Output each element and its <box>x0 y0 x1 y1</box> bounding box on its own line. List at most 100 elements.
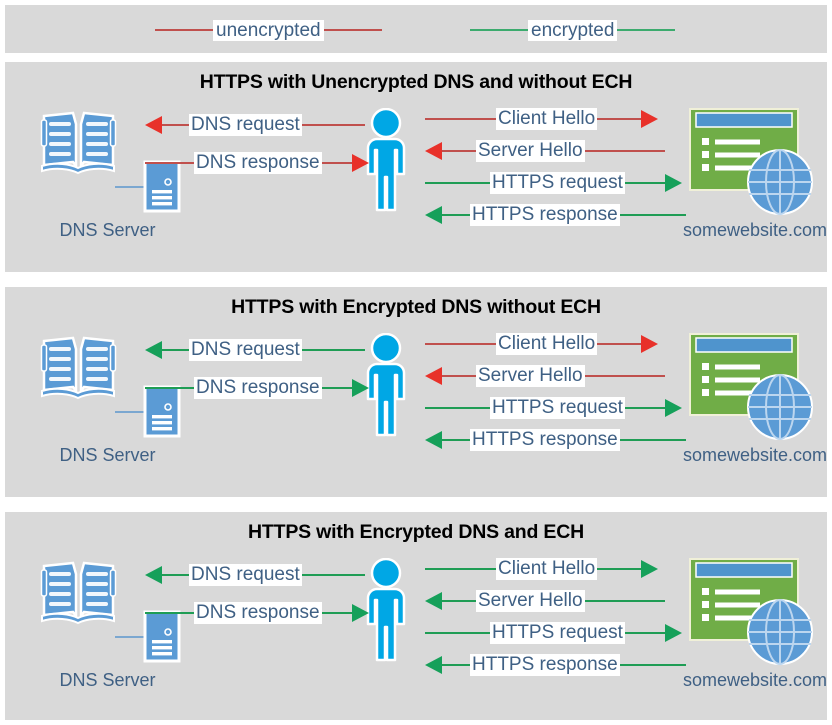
dns-server-group: DNS Server <box>35 335 181 475</box>
flow-line <box>425 568 496 570</box>
website-group: somewebsite.com <box>681 333 829 473</box>
flow-line <box>442 664 470 666</box>
flow-label: DNS request <box>189 114 302 136</box>
arrowhead-right-icon <box>664 624 682 642</box>
flow-line <box>145 612 194 614</box>
flow-line <box>624 182 665 184</box>
flow-line <box>301 349 365 351</box>
flow-line <box>442 600 476 602</box>
dns-connector-line <box>115 411 145 413</box>
flow-line <box>162 574 189 576</box>
legend-label-encrypted: encrypted <box>528 19 618 41</box>
panel-title: HTTPS with Encrypted DNS without ECH <box>231 296 601 318</box>
flow-line <box>321 162 352 164</box>
flow-line <box>301 124 365 126</box>
flow-line <box>425 343 496 345</box>
arrowhead-left-icon <box>425 206 442 224</box>
arrowhead-left-icon <box>425 142 442 160</box>
globe-icon <box>746 148 814 216</box>
flow-line <box>584 150 665 152</box>
flow-label: HTTPS request <box>490 622 625 644</box>
legend-line-right-encrypted <box>617 29 676 31</box>
legend-line-right-unencrypted <box>323 29 382 31</box>
flow-line <box>584 375 665 377</box>
legend-panel: unencrypted encrypted <box>5 5 827 53</box>
dns-connector-line <box>115 186 145 188</box>
scenario-panel-3: HTTPS with Encrypted DNS and ECH DNS Serv… <box>5 512 827 720</box>
flow-line <box>162 349 189 351</box>
arrowhead-left-icon <box>425 431 442 449</box>
flow-line <box>619 439 686 441</box>
flow-https-response: HTTPS response <box>425 652 686 678</box>
flow-label: Client Hello <box>496 333 598 355</box>
legend-item-encrypted: encrypted <box>470 19 676 41</box>
flow-label: DNS request <box>189 564 302 586</box>
flow-server-hello: Server Hello <box>425 588 685 614</box>
flow-line <box>442 375 476 377</box>
arrowhead-left-icon <box>425 592 442 610</box>
legend-item-unencrypted: unencrypted <box>155 19 382 41</box>
server-rack-icon <box>143 385 181 438</box>
flow-line <box>624 632 665 634</box>
panel-title: HTTPS with Encrypted DNS and ECH <box>248 521 584 543</box>
flow-https-request: HTTPS request <box>425 170 685 196</box>
flow-line <box>301 574 365 576</box>
legend-label-unencrypted: unencrypted <box>213 19 324 41</box>
arrowhead-right-icon <box>641 110 659 128</box>
dns-connector-line <box>115 636 145 638</box>
arrowhead-right-icon <box>664 174 682 192</box>
flow-line <box>425 632 490 634</box>
flow-line <box>442 214 470 216</box>
arrowhead-left-icon <box>145 116 162 134</box>
flow-https-response: HTTPS response <box>425 427 686 453</box>
legend-line-left-encrypted <box>470 29 528 31</box>
flow-label: HTTPS response <box>470 429 620 451</box>
globe-icon <box>746 598 814 666</box>
person-icon <box>355 558 417 662</box>
flow-https-request: HTTPS request <box>425 620 685 646</box>
flow-label: Server Hello <box>476 365 585 387</box>
flow-line <box>425 407 490 409</box>
website-label: somewebsite.com <box>682 670 828 690</box>
dns-server-label: DNS Server <box>59 220 156 240</box>
flow-line <box>624 407 665 409</box>
flow-line <box>442 150 476 152</box>
flow-label: DNS response <box>194 377 322 399</box>
dns-server-group: DNS Server <box>35 110 181 250</box>
flow-dns-request: DNS request <box>145 112 370 138</box>
flow-label: HTTPS response <box>470 654 620 676</box>
book-icon <box>40 560 117 628</box>
flow-client-hello: Client Hello <box>425 106 685 132</box>
arrowhead-left-icon <box>145 566 162 584</box>
flow-dns-response: DNS response <box>145 375 370 401</box>
flow-label: DNS response <box>194 602 322 624</box>
flow-line <box>442 439 470 441</box>
person-icon <box>355 108 417 212</box>
website-group: somewebsite.com <box>681 108 829 248</box>
flow-line <box>425 182 490 184</box>
globe-icon <box>746 373 814 441</box>
scenario-panel-1: HTTPS with Unencrypted DNS and without E… <box>5 62 827 272</box>
flow-label: DNS request <box>189 339 302 361</box>
website-label: somewebsite.com <box>682 445 828 465</box>
flow-client-hello: Client Hello <box>425 556 685 582</box>
flow-line <box>597 568 642 570</box>
server-rack-icon <box>143 160 181 213</box>
flow-line <box>619 214 686 216</box>
flow-line <box>145 387 194 389</box>
arrowhead-right-icon <box>351 379 369 397</box>
flow-label: HTTPS request <box>490 397 625 419</box>
arrowhead-left-icon <box>145 341 162 359</box>
dns-server-label: DNS Server <box>59 445 156 465</box>
dns-server-label: DNS Server <box>59 670 156 690</box>
arrowhead-right-icon <box>641 335 659 353</box>
flow-line <box>584 600 665 602</box>
flow-line <box>597 118 642 120</box>
flow-label: Client Hello <box>496 558 598 580</box>
flow-line <box>425 118 496 120</box>
flow-dns-request: DNS request <box>145 337 370 363</box>
flow-label: HTTPS response <box>470 204 620 226</box>
flow-line <box>597 343 642 345</box>
flow-dns-request: DNS request <box>145 562 370 588</box>
website-group: somewebsite.com <box>681 558 829 698</box>
